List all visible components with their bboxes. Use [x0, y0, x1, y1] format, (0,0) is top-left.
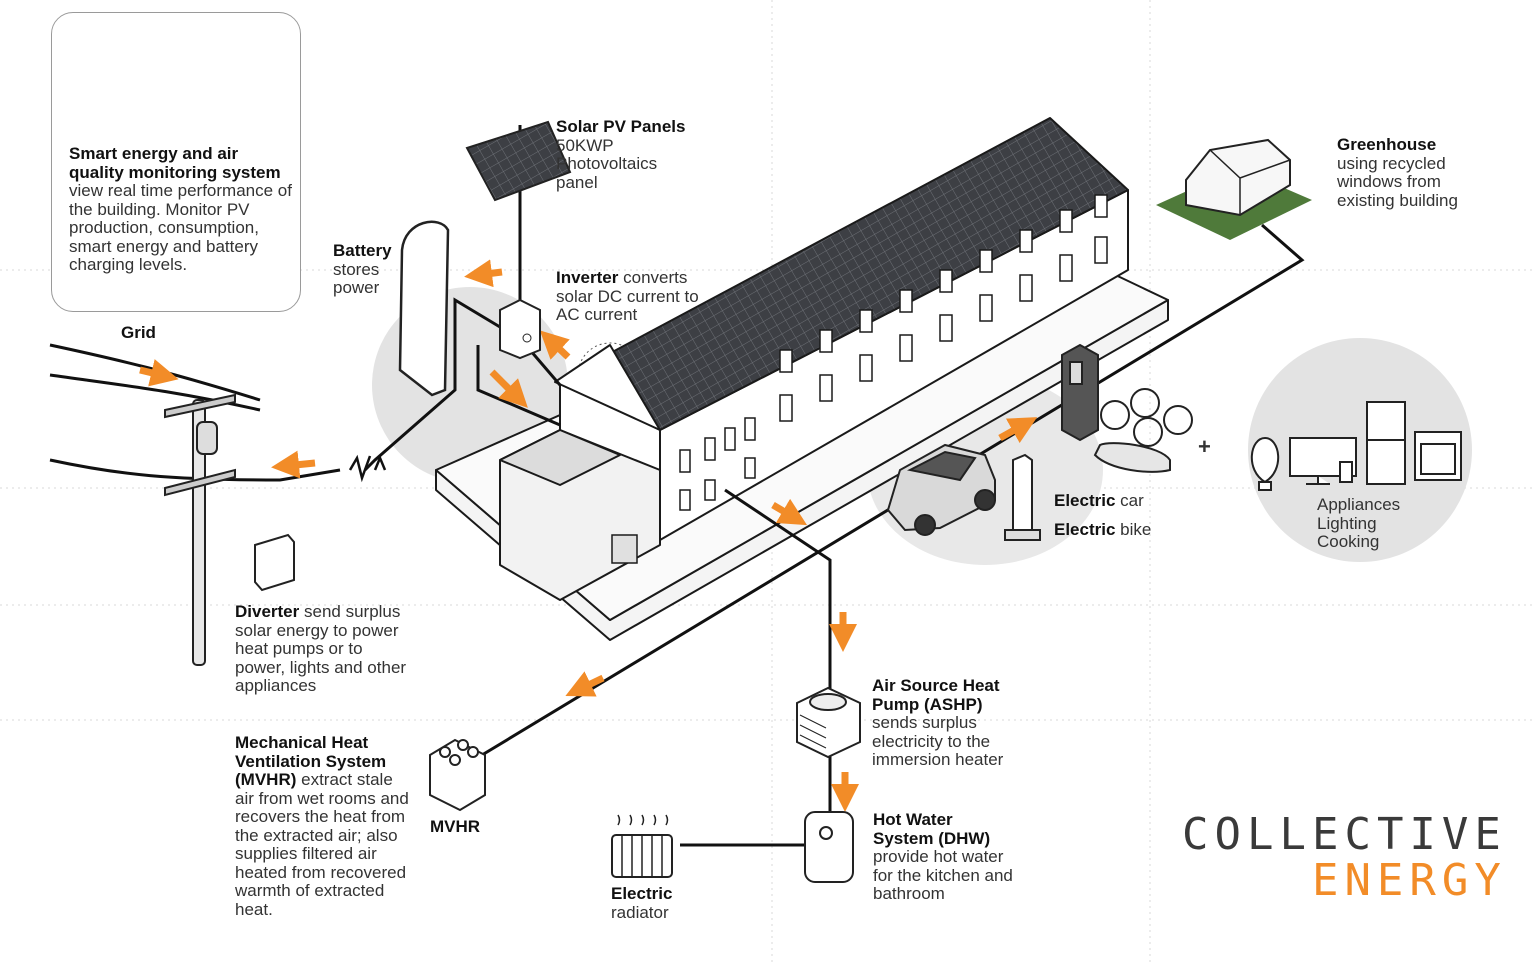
electric-bike-label: Electric bike — [1054, 520, 1152, 539]
greenhouse-icon — [1156, 138, 1312, 240]
mvhr-unit-label: MVHR — [430, 817, 481, 836]
dhw-label: Hot Water System (DHW) provide hot water… — [873, 810, 1013, 903]
car-icon — [886, 443, 996, 536]
smart-monitor-label: Smart energy and air quality monitoring … — [69, 144, 294, 275]
monitor-icon — [1289, 437, 1357, 485]
battery-icon — [398, 220, 450, 397]
greenhouse-label: Greenhouse using recycled windows from e… — [1337, 135, 1458, 210]
ashp-unit-icon — [796, 686, 861, 759]
electric-car-label: Electric car — [1054, 491, 1144, 510]
ev-charger-icon — [1004, 453, 1041, 541]
smart-monitor-card — [51, 12, 301, 312]
diverter-label: Diverter send surplus solar energy to po… — [235, 602, 407, 695]
building-windows — [611, 194, 1108, 564]
inverter-label: Inverter converts solar DC current to AC… — [556, 268, 699, 324]
smart-monitor-title: Smart energy and air quality monitoring … — [69, 144, 281, 182]
solar-panel-icon — [465, 120, 572, 202]
radiator-icon — [611, 814, 673, 878]
water-cylinder-icon — [804, 811, 854, 883]
bike-icon — [1093, 388, 1193, 473]
grid-label: Grid — [121, 323, 156, 342]
battery-label: Battery stores power — [333, 241, 392, 297]
logo-line-2: ENERGY — [1311, 855, 1507, 906]
collective-energy-logo: COLLECTIVE ENERGY — [1182, 812, 1507, 904]
bulb-icon — [1250, 436, 1280, 491]
bike-charger-icon — [1061, 343, 1099, 442]
appliances-label: Appliances Lighting Cooking — [1317, 495, 1401, 551]
flow-arrows — [139, 259, 1038, 812]
diverter-icon — [254, 533, 295, 592]
solar-label: Solar PV Panels 50KWP Photovoltaics pane… — [556, 117, 686, 192]
logo-line-1: COLLECTIVE — [1182, 809, 1507, 860]
mvhr-unit-icon — [429, 738, 486, 812]
smart-monitor-text: view real time performance of the buildi… — [69, 181, 292, 274]
radiator-label: Electric radiator — [611, 884, 673, 922]
appliances-circle — [1248, 338, 1472, 562]
oven-icon — [1414, 431, 1462, 481]
plus-sign: + — [1198, 434, 1211, 459]
inverter-icon — [499, 298, 541, 360]
power-pole-icon — [164, 393, 236, 666]
ashp-label: Air Source Heat Pump (ASHP) sends surplu… — [872, 676, 1004, 769]
mvhr-label: Mechanical Heat Ventilation System (MVHR… — [235, 733, 409, 919]
fridge-icon — [1366, 401, 1406, 485]
zigzag-icon — [348, 454, 372, 483]
